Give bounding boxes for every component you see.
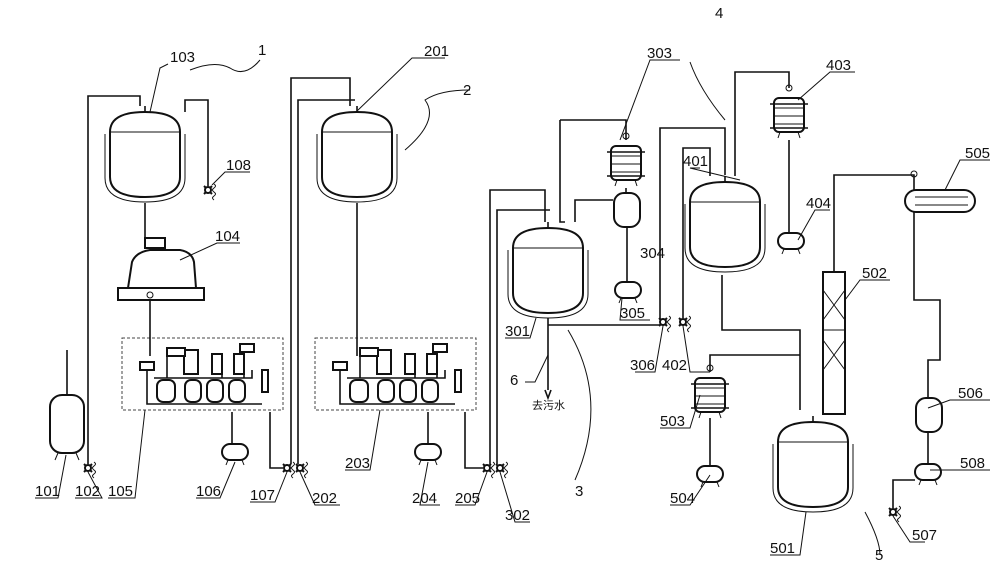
label-102: 102: [75, 483, 100, 500]
tank-106: [222, 444, 248, 465]
label-5: 5: [875, 547, 883, 564]
label-302: 302: [505, 507, 530, 524]
reactor-103: [105, 106, 185, 202]
label-503: 503: [660, 413, 685, 430]
label-107: 107: [250, 487, 275, 504]
tank-508: [915, 464, 941, 485]
label-205: 205: [455, 490, 480, 507]
label-304: 304: [640, 245, 665, 262]
label-105: 105: [108, 483, 133, 500]
label-3: 3: [575, 483, 583, 500]
label-101: 101: [35, 483, 60, 500]
receiver-304: [614, 193, 640, 227]
label-305: 305: [620, 305, 645, 322]
label-203: 203: [345, 455, 370, 472]
label-403: 403: [826, 57, 851, 74]
label-507: 507: [912, 527, 937, 544]
reactor-401: [685, 176, 765, 272]
tank-305: [615, 282, 641, 303]
pump-507: [889, 506, 901, 522]
label-306: 306: [630, 357, 655, 374]
label-104: 104: [215, 228, 240, 245]
label-108: 108: [226, 157, 251, 174]
label-103: 103: [170, 49, 195, 66]
pump-107: [283, 462, 295, 478]
tank-504: [697, 466, 723, 487]
feed-tank-101: [50, 350, 84, 460]
label-303: 303: [647, 45, 672, 62]
heat-exchanger-403: [770, 85, 808, 138]
heat-exchanger-303: [607, 133, 645, 186]
reactor-501: [773, 416, 853, 512]
label-508: 508: [960, 455, 985, 472]
label-6: 6: [510, 372, 518, 389]
label-201: 201: [424, 43, 449, 60]
label-1: 1: [258, 42, 266, 59]
label-404: 404: [806, 195, 831, 212]
wastewater-label: 去污水: [532, 399, 565, 412]
reactor-301: [508, 222, 588, 318]
unit-105: [122, 338, 283, 410]
pump-302: [496, 462, 508, 478]
label-106: 106: [196, 483, 221, 500]
label-301: 301: [505, 323, 530, 340]
label-2: 2: [463, 82, 471, 99]
label-505: 505: [965, 145, 990, 162]
label-506: 506: [958, 385, 983, 402]
label-204: 204: [412, 490, 437, 507]
receiver-506: [916, 398, 942, 432]
pump-108: [204, 184, 216, 200]
unit-203: [315, 338, 476, 410]
label-402: 402: [662, 357, 687, 374]
tank-204: [415, 444, 441, 465]
centrifuge-104: [118, 238, 204, 300]
label-401: 401: [683, 153, 708, 170]
condenser-505: [905, 171, 975, 212]
label-501: 501: [770, 540, 795, 557]
pump-205: [483, 462, 495, 478]
label-4: 4: [715, 5, 723, 22]
label-202: 202: [312, 490, 337, 507]
column-502: [823, 272, 845, 414]
heat-exchanger-503: [691, 365, 729, 418]
label-502: 502: [862, 265, 887, 282]
reactor-201: [317, 106, 397, 202]
pump-402: [679, 316, 691, 332]
label-504: 504: [670, 490, 695, 507]
